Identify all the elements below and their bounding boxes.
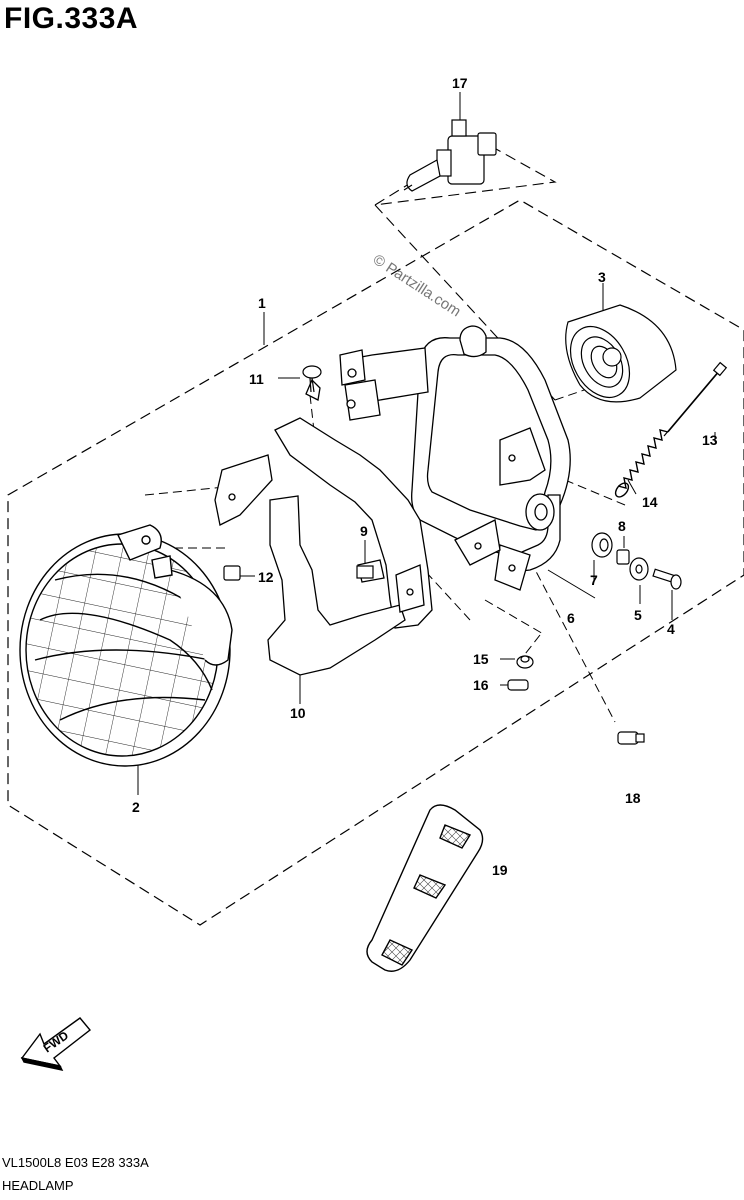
callout-1: 1 [258, 295, 266, 311]
callout-5: 5 [634, 607, 642, 623]
callout-16: 16 [473, 677, 489, 693]
callout-4: 4 [667, 621, 675, 637]
callout-3: 3 [598, 269, 606, 285]
callout-18: 18 [625, 790, 641, 806]
mounting-bracket-icon [214, 378, 433, 676]
bolt-18-icon [617, 731, 645, 745]
figure-title: FIG.333A [4, 2, 139, 35]
headlamp-unit-icon [19, 524, 233, 767]
callout-labels: 1 2 3 4 5 6 7 8 9 10 11 12 13 14 15 16 1… [132, 75, 718, 878]
callout-17: 17 [452, 75, 468, 91]
callout-10: 10 [290, 705, 306, 721]
reflector-icon [366, 804, 484, 972]
headlamp-housing-icon [339, 325, 571, 591]
callout-7: 7 [590, 572, 598, 588]
screw-icon [302, 365, 322, 393]
callout-19: 19 [492, 862, 508, 878]
bolt-icon [652, 568, 682, 590]
callout-9: 9 [360, 523, 368, 539]
callout-12: 12 [258, 569, 274, 585]
collar-icon [616, 549, 630, 565]
bulb-icon [403, 119, 497, 192]
callout-15: 15 [473, 651, 489, 667]
callout-13: 13 [702, 432, 718, 448]
spring-icon [614, 429, 669, 498]
leader-lines [137, 92, 716, 795]
grommet-icon [516, 655, 534, 669]
cushion-icon [591, 532, 613, 558]
callout-14: 14 [642, 494, 658, 510]
nut-icon [223, 565, 241, 581]
adjusting-screw-icon [663, 361, 728, 437]
callout-2: 2 [132, 799, 140, 815]
section-name: HEADLAMP [2, 1178, 74, 1193]
fwd-arrow-icon: FWD [20, 1017, 92, 1071]
washer-icon [629, 557, 649, 581]
callout-11: 11 [249, 371, 264, 387]
callout-6: 6 [567, 610, 575, 626]
model-code: VL1500L8 E03 E28 333A [2, 1155, 149, 1170]
pin-icon [507, 679, 529, 691]
clip-icon [356, 565, 374, 579]
dust-cover-icon [565, 304, 677, 403]
callout-8: 8 [618, 518, 626, 534]
